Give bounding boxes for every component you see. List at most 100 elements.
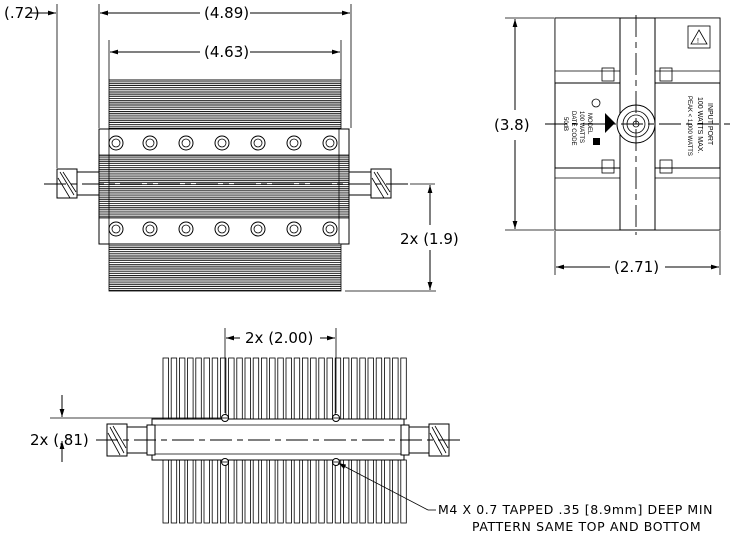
fin [228, 459, 235, 524]
fin [375, 459, 383, 524]
fin [244, 357, 251, 420]
fin [375, 357, 383, 420]
top-view: (.72) (4.89) (4.63) 2x (1.9) [4, 4, 459, 292]
fin [195, 459, 202, 524]
right-n-connector [348, 168, 392, 199]
upper-heatsink-fins [108, 79, 342, 131]
fin [301, 357, 309, 420]
fin [162, 459, 169, 524]
screw [142, 221, 158, 237]
screw [322, 135, 338, 151]
side-lower-fins [162, 459, 407, 524]
fin [351, 459, 358, 524]
fin [285, 459, 292, 524]
fin [392, 357, 399, 420]
fin [211, 357, 219, 420]
fin [318, 459, 325, 524]
fin [228, 357, 235, 420]
fin [400, 357, 407, 420]
logo-mark [591, 98, 615, 145]
screw [250, 221, 266, 237]
fin [326, 459, 333, 524]
screw [178, 135, 194, 151]
fin [178, 459, 186, 524]
screw [178, 221, 194, 237]
fin [277, 459, 284, 524]
fin [195, 357, 202, 420]
fin [269, 459, 276, 524]
fin [293, 459, 301, 524]
warning-icon [690, 29, 708, 45]
fin [383, 459, 391, 524]
fin [244, 459, 251, 524]
fin [170, 459, 178, 524]
side-screws [221, 414, 340, 466]
dim-overall-height: (3.8) [494, 116, 530, 134]
screw [286, 135, 302, 151]
fin [383, 357, 391, 420]
fin [187, 357, 194, 420]
fin [203, 357, 210, 420]
fin [342, 357, 350, 420]
side-view: 2x (2.00) 2x (.81) M4 X 0.7 TAPPED .35 [… [30, 328, 713, 534]
side-body [151, 418, 405, 461]
plate-watts: 100 WATTS [578, 111, 584, 143]
middle-heatsink-fins [99, 155, 349, 218]
left-n-connector [56, 168, 100, 199]
fin [367, 357, 374, 420]
fin [310, 459, 317, 524]
dim-overall-length: (4.89) [204, 4, 249, 22]
fin [178, 357, 186, 420]
screw [214, 135, 230, 151]
mounting-screws [108, 135, 338, 237]
screw [214, 221, 230, 237]
plate-peak-watts: PEAK < 1,000 WATTS [686, 96, 692, 156]
fin [162, 357, 169, 420]
fin [260, 459, 268, 524]
note-tapped-holes: M4 X 0.7 TAPPED .35 [8.9mm] DEEP MIN [438, 502, 713, 517]
lower-heatsink-fins [108, 243, 342, 292]
dim-overall-width: (2.71) [614, 258, 659, 276]
fin [326, 357, 333, 420]
fin [236, 357, 243, 420]
screw [322, 221, 338, 237]
screw [250, 135, 266, 151]
dim-mount-spacing: 2x (2.00) [245, 329, 313, 347]
screw [108, 221, 124, 237]
note-pattern: PATTERN SAME TOP AND BOTTOM [472, 519, 701, 534]
fin [359, 357, 366, 420]
fin [108, 79, 342, 131]
fin [318, 357, 325, 420]
fin [400, 459, 407, 524]
plate-watts-max: 100 WATTS MAX. [696, 97, 703, 153]
screw [286, 221, 302, 237]
fin [342, 459, 350, 524]
dim-connector-offset: (.72) [4, 4, 40, 22]
fin [269, 357, 276, 420]
fin [301, 459, 309, 524]
fin [203, 459, 210, 524]
fin [367, 459, 374, 524]
fin [260, 357, 268, 420]
fin [211, 459, 219, 524]
side-upper-fins [162, 357, 407, 420]
fin [252, 357, 260, 420]
screw [108, 135, 124, 151]
svg-text:!: ! [697, 38, 699, 45]
fin [187, 459, 194, 524]
fin [310, 357, 317, 420]
dim-mount-offset: 2x (.81) [30, 431, 89, 449]
dim-heatsink-length: (4.63) [204, 43, 249, 61]
fin [170, 357, 178, 420]
plate-date-code: DATE CODE [570, 111, 576, 146]
fin [359, 459, 366, 524]
end-view: ! INPUT PORT 100 WATTS MAX. PEAK < 1,000… [494, 15, 730, 276]
screw [142, 135, 158, 151]
fin [236, 459, 243, 524]
fin [277, 357, 284, 420]
dim-centerline-height: 2x (1.9) [400, 230, 459, 248]
fin [334, 459, 342, 524]
fin [252, 459, 260, 524]
fin [285, 357, 292, 420]
